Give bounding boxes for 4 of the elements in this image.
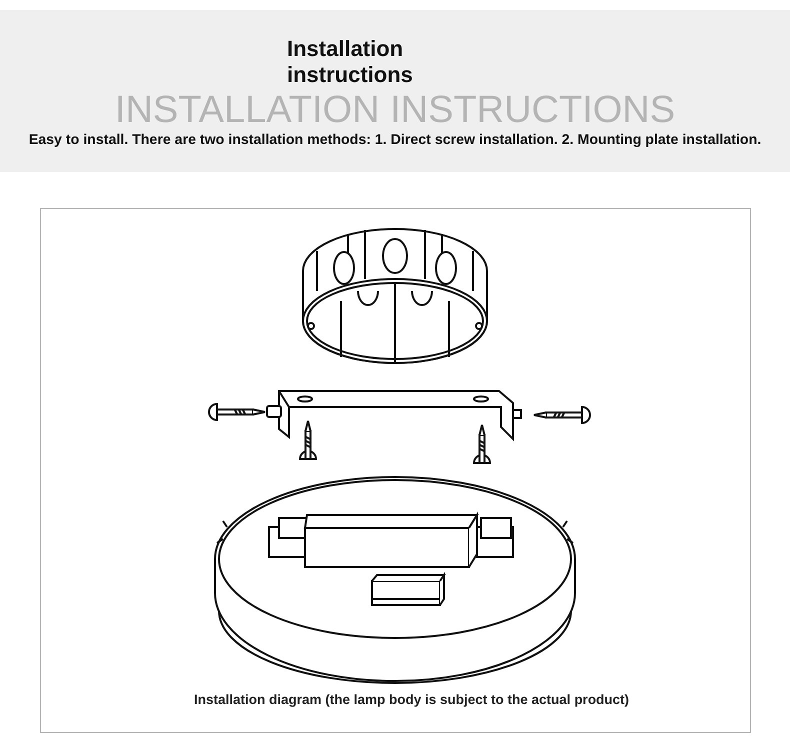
intro-text: Easy to install. There are two installation methods: 1. Direct screw installation. 2. Mounting plate installation. xyxy=(28,132,762,148)
caption: Installation diagram (the lamp body is subject to the actual product) xyxy=(194,691,630,708)
background-heading: INSTALLATION INSTRUCTIONS xyxy=(114,90,676,130)
title: Installation instructions xyxy=(287,36,414,88)
